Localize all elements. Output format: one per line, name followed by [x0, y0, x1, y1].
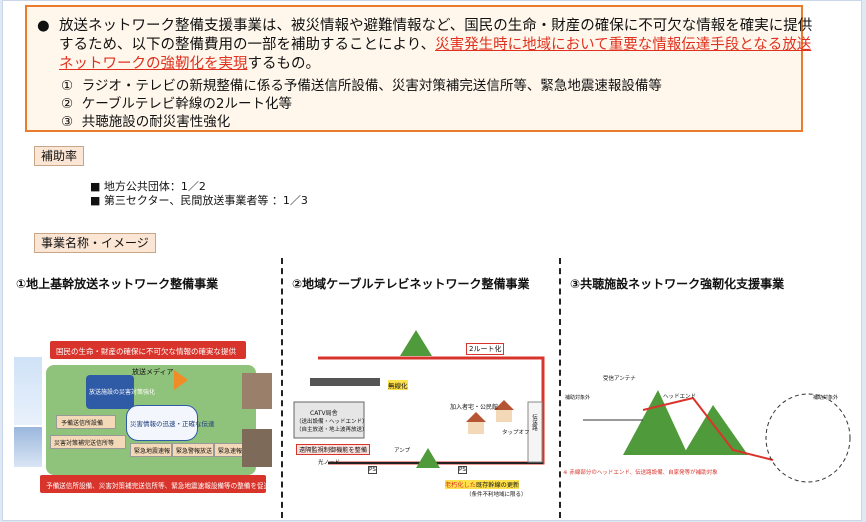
col2-aging-a: 老朽化した [445, 482, 476, 489]
col1-tower-photo [14, 357, 42, 425]
col1-equipment-photo-2 [242, 429, 272, 467]
col2-ps-label-2: PS [458, 466, 467, 474]
col2-wireless-label: 無線化 [388, 380, 408, 390]
col1-center-text: 放送施設の災害対策強化 [89, 389, 156, 396]
summary-line-3-text: するもの。 [247, 56, 321, 72]
col1-bubble-text: 災害情報の迅速・正確な伝達 [130, 420, 215, 428]
col3-title: ③共聴施設ネットワーク強靭化支援事業 [570, 277, 785, 291]
col1-box-2: 災害対策補完送信所等 [50, 435, 126, 449]
col1-box-4-text: 緊急警報放送 [176, 448, 213, 455]
summary-bullet: ● [37, 18, 50, 34]
col1-illustration: 国民の生命・財産の確保に不可欠な情報の確実な提供 放送メディア 放送施設の災害対… [14, 335, 274, 505]
summary-box: ● 放送ネットワーク整備支援事業は、被災情報や避難情報など、国民の生命・財産の確… [25, 5, 812, 132]
col1-antenna-photo [14, 427, 42, 467]
col1-box-5-text: 緊急速報放送 [218, 448, 255, 455]
col2-vertical-label: 伝送路 [531, 414, 537, 431]
col2-ps-label-1: PS [368, 466, 377, 474]
col3-headend-label: ヘッドエンド [663, 394, 697, 400]
project-name-tag: 事業名称・イメージ [34, 233, 156, 253]
col1-footer-text: 予備送信所設備、災害対策補完送信所等、緊急地震速報設備等の整備を促進 [46, 482, 271, 490]
divider-1 [281, 258, 283, 518]
summary-item-3-num: ③ [61, 114, 74, 130]
divider-2 [559, 258, 561, 518]
summary-item-2-num: ② [61, 96, 74, 112]
col2-illustration: 2ルート化 無線化 CATV局舎 （送出設備・ヘッドエンド） （自主放送・地上波… [288, 318, 554, 508]
col2-route-label: 2ルート化 [466, 343, 505, 355]
col2-tap-label: タップオフ [502, 430, 530, 436]
col1-box-1-text: 予備送信所設備 [61, 420, 104, 427]
col3-diagram [583, 390, 851, 483]
col1-footer: 予備送信所設備、災害対策補完送信所等、緊急地震速報設備等の整備を促進 [40, 475, 270, 493]
col2-amp-label: アンプ [394, 448, 411, 454]
col2-diagram [293, 330, 545, 468]
col1-box-1: 予備送信所設備 [56, 415, 116, 429]
col2-catv-2: （送出設備・ヘッドエンド） [296, 419, 368, 425]
col3-target-1: 補助対象外 [565, 395, 591, 401]
summary-line-2-emphasis: 災害発生時に地域において重要な情報伝達手段となる放送 [435, 37, 812, 53]
summary-line-3: ネットワークの強靭化を実現するもの。 [59, 55, 320, 73]
col1-box-3: 緊急地震速報 [130, 443, 172, 457]
col1-media-label: 放送メディア [132, 368, 174, 376]
summary-line-2: するため、以下の整備費用の一部を補助することにより、災害発生時に地域において重要… [59, 36, 811, 54]
summary-line-3-emphasis: ネットワークの強靭化を実現 [59, 56, 248, 72]
col2-aging-label: 老朽化した既存幹線の更新 [445, 480, 520, 489]
col3-illustration: 受信アンテナ ヘッドエンド 補助対象外 補助対象外 ※ 赤線部分のヘッドエンド、… [563, 350, 855, 510]
summary-item-2: ② ケーブルテレビ幹線の2ルート化等 [61, 96, 292, 113]
col2-title: ②地域ケーブルテレビネットワーク整備事業 [292, 277, 530, 291]
summary-item-1: ① ラジオ・テレビの新規整備に係る予備送信所設備、災害対策補完送信所等、緊急地震… [61, 78, 662, 95]
col3-note: ※ 赤線部分のヘッドエンド、伝送路設備、自家発等が補助対象 [563, 470, 718, 476]
summary-line-1: 放送ネットワーク整備支援事業は、被災情報や避難情報など、国民の生命・財産の確保に… [59, 18, 813, 34]
subsidy-rate-tag: 補助率 [34, 146, 85, 166]
col1-banner-text: 国民の生命・財産の確保に不可欠な情報の確実な提供 [56, 347, 236, 356]
summary-item-3-text: 共聴施設の耐災害性強化 [81, 114, 231, 130]
summary-item-2-text: ケーブルテレビ幹線の2ルート化等 [81, 96, 292, 112]
col1-box-4: 緊急警報放送 [172, 443, 214, 457]
col1-bubble: 災害情報の迅速・正確な伝達 [126, 405, 215, 441]
col1-title: ①地上基幹放送ネットワーク整備事業 [16, 277, 219, 291]
col2-catv-3: （自主放送・地上波再放送） [296, 427, 368, 433]
col1-center-box: 放送施設の災害対策強化 [86, 375, 155, 409]
col2-node-label: 光ノード [318, 460, 341, 466]
subsidy-rate-1: ■ 地方公共団体：1／2 [90, 180, 206, 193]
summary-line-2-text: するため、以下の整備費用の一部を補助することにより、 [59, 37, 436, 53]
col3-antenna-label: 受信アンテナ [603, 376, 636, 382]
col1-equipment-photo [242, 373, 272, 409]
col2-aging-note: （条件不利地域に限る） [466, 492, 527, 498]
summary-item-1-text: ラジオ・テレビの新規整備に係る予備送信所設備、災害対策補完送信所等、緊急地震速報… [81, 78, 662, 94]
summary-item-1-num: ① [61, 78, 74, 94]
col3-target-2: 補助対象外 [813, 395, 839, 401]
col1-banner: 国民の生命・財産の確保に不可欠な情報の確実な提供 [50, 341, 246, 359]
col2-aging-b: 既存幹線の更新 [475, 482, 520, 489]
col1-arrow [174, 370, 188, 390]
col2-monitor-label: 遠隔監視制御機能を整備 [296, 444, 371, 455]
subsidy-rate-2: ■ 第三セクター、民間放送事業者等 ：1／3 [90, 194, 308, 207]
col1-box-3-text: 緊急地震速報 [134, 448, 171, 455]
col2-subscriber-label: 加入者宅・公民館 [450, 404, 499, 411]
summary-item-3: ③ 共聴施設の耐災害性強化 [61, 114, 230, 131]
col1-box-2-text: 災害対策補完送信所等 [54, 440, 115, 447]
col2-catv-1: CATV局舎 [310, 410, 338, 417]
